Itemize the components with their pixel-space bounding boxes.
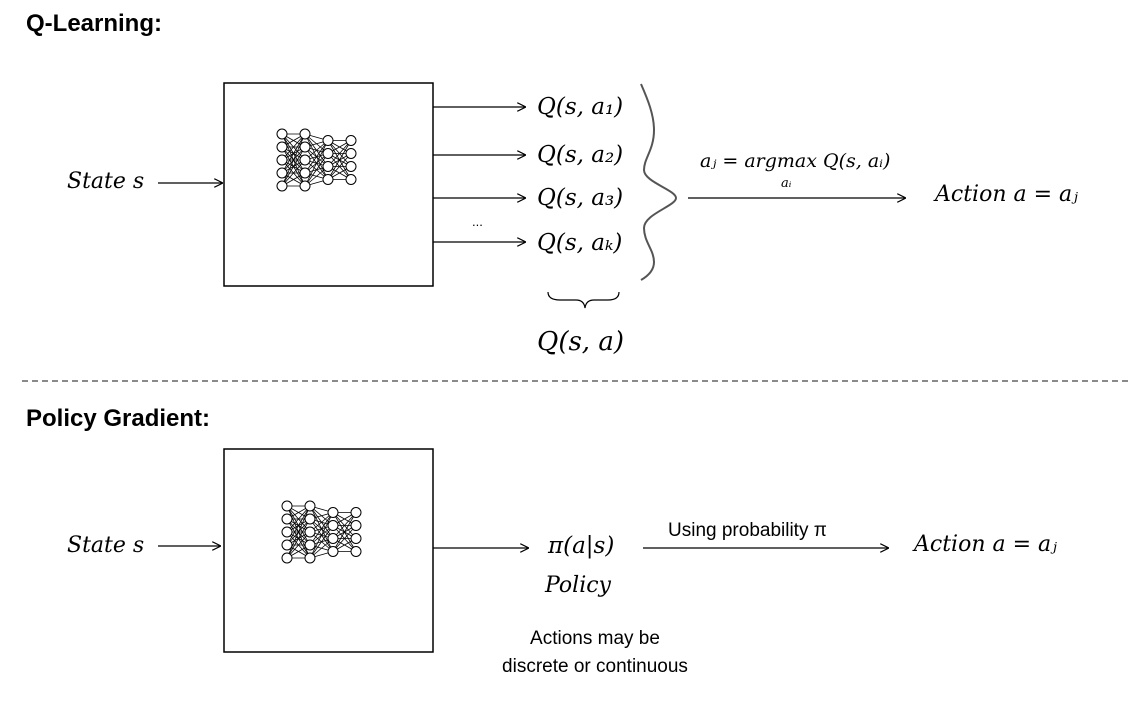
nn-node bbox=[327, 546, 339, 557]
nn-edge bbox=[281, 133, 306, 161]
nn-node bbox=[299, 180, 311, 192]
pg-output-caption: Policy bbox=[545, 573, 611, 598]
pg-note-line-1: Actions may be bbox=[530, 628, 660, 649]
pg-neural-network-icon bbox=[281, 500, 362, 564]
q-brace-label: Q(s, a) bbox=[537, 327, 624, 357]
nn-node bbox=[281, 500, 293, 512]
q-output-4: Q(s, aₖ) bbox=[537, 230, 623, 256]
nn-node bbox=[276, 154, 288, 166]
nn-edge bbox=[309, 525, 334, 559]
q-ellipsis: ... bbox=[472, 214, 483, 229]
nn-node bbox=[327, 533, 339, 544]
nn-node bbox=[281, 539, 293, 551]
nn-edge bbox=[309, 512, 334, 546]
nn-node bbox=[304, 526, 316, 538]
nn-node bbox=[350, 533, 362, 544]
q-state-label: State s bbox=[67, 169, 145, 194]
nn-node bbox=[322, 174, 334, 185]
q-selection-subscript: aᵢ bbox=[781, 176, 792, 191]
nn-node bbox=[304, 500, 316, 512]
pg-state-label: State s bbox=[67, 533, 145, 558]
nn-node bbox=[322, 135, 334, 146]
nn-node bbox=[327, 520, 339, 531]
nn-node bbox=[281, 552, 293, 564]
nn-node bbox=[345, 174, 357, 185]
nn-edge bbox=[309, 512, 334, 559]
q-selection-formula: aⱼ = argmax Q(s, aᵢ) bbox=[700, 150, 891, 172]
nn-edge bbox=[304, 140, 329, 187]
nn-edge bbox=[332, 512, 357, 539]
q-action-label: Action a = aⱼ bbox=[935, 182, 1078, 207]
nn-edge bbox=[332, 512, 357, 552]
nn-edge bbox=[332, 525, 357, 552]
nn-edge bbox=[281, 159, 306, 187]
nn-edge bbox=[281, 133, 306, 174]
q-learning-heading: Q-Learning: bbox=[26, 10, 162, 37]
nn-node bbox=[299, 128, 311, 140]
nn-node bbox=[322, 148, 334, 159]
nn-edge bbox=[327, 140, 352, 180]
nn-edge bbox=[286, 518, 311, 559]
nn-node bbox=[304, 513, 316, 525]
nn-node bbox=[299, 167, 311, 179]
nn-edge bbox=[286, 505, 311, 546]
q-output-2: Q(s, a₂) bbox=[537, 142, 624, 168]
pg-note-line-2: discrete or continuous bbox=[502, 656, 688, 677]
pg-output: π(a|s) bbox=[548, 533, 615, 559]
nn-node bbox=[299, 154, 311, 166]
nn-edge bbox=[304, 140, 329, 174]
nn-node bbox=[350, 546, 362, 557]
brace-under bbox=[547, 291, 620, 309]
nn-node bbox=[304, 552, 316, 564]
nn-edge bbox=[281, 133, 306, 187]
nn-node bbox=[350, 520, 362, 531]
nn-edge bbox=[286, 505, 311, 533]
nn-node bbox=[345, 161, 357, 172]
nn-node bbox=[345, 148, 357, 159]
nn-node bbox=[276, 141, 288, 153]
nn-node bbox=[327, 507, 339, 518]
nn-node bbox=[276, 180, 288, 192]
nn-edge bbox=[281, 146, 306, 187]
nn-edge bbox=[327, 140, 352, 167]
brace-right bbox=[640, 83, 678, 281]
nn-node bbox=[350, 507, 362, 518]
pg-selection-label: Using probability π bbox=[668, 520, 827, 541]
nn-node bbox=[322, 161, 334, 172]
nn-node bbox=[281, 526, 293, 538]
nn-edge bbox=[327, 153, 352, 180]
nn-node bbox=[345, 135, 357, 146]
nn-edge bbox=[304, 153, 329, 187]
q-neural-network-icon bbox=[276, 128, 357, 192]
q-output-1: Q(s, a₁) bbox=[537, 94, 624, 120]
pg-action-label: Action a = aⱼ bbox=[914, 532, 1057, 557]
nn-node bbox=[281, 513, 293, 525]
q-output-3: Q(s, a₃) bbox=[537, 185, 624, 211]
policy-gradient-heading: Policy Gradient: bbox=[26, 405, 211, 432]
nn-node bbox=[304, 539, 316, 551]
nn-node bbox=[276, 167, 288, 179]
nn-node bbox=[299, 141, 311, 153]
nn-node bbox=[276, 128, 288, 140]
nn-edge bbox=[286, 531, 311, 559]
nn-edge bbox=[286, 505, 311, 559]
